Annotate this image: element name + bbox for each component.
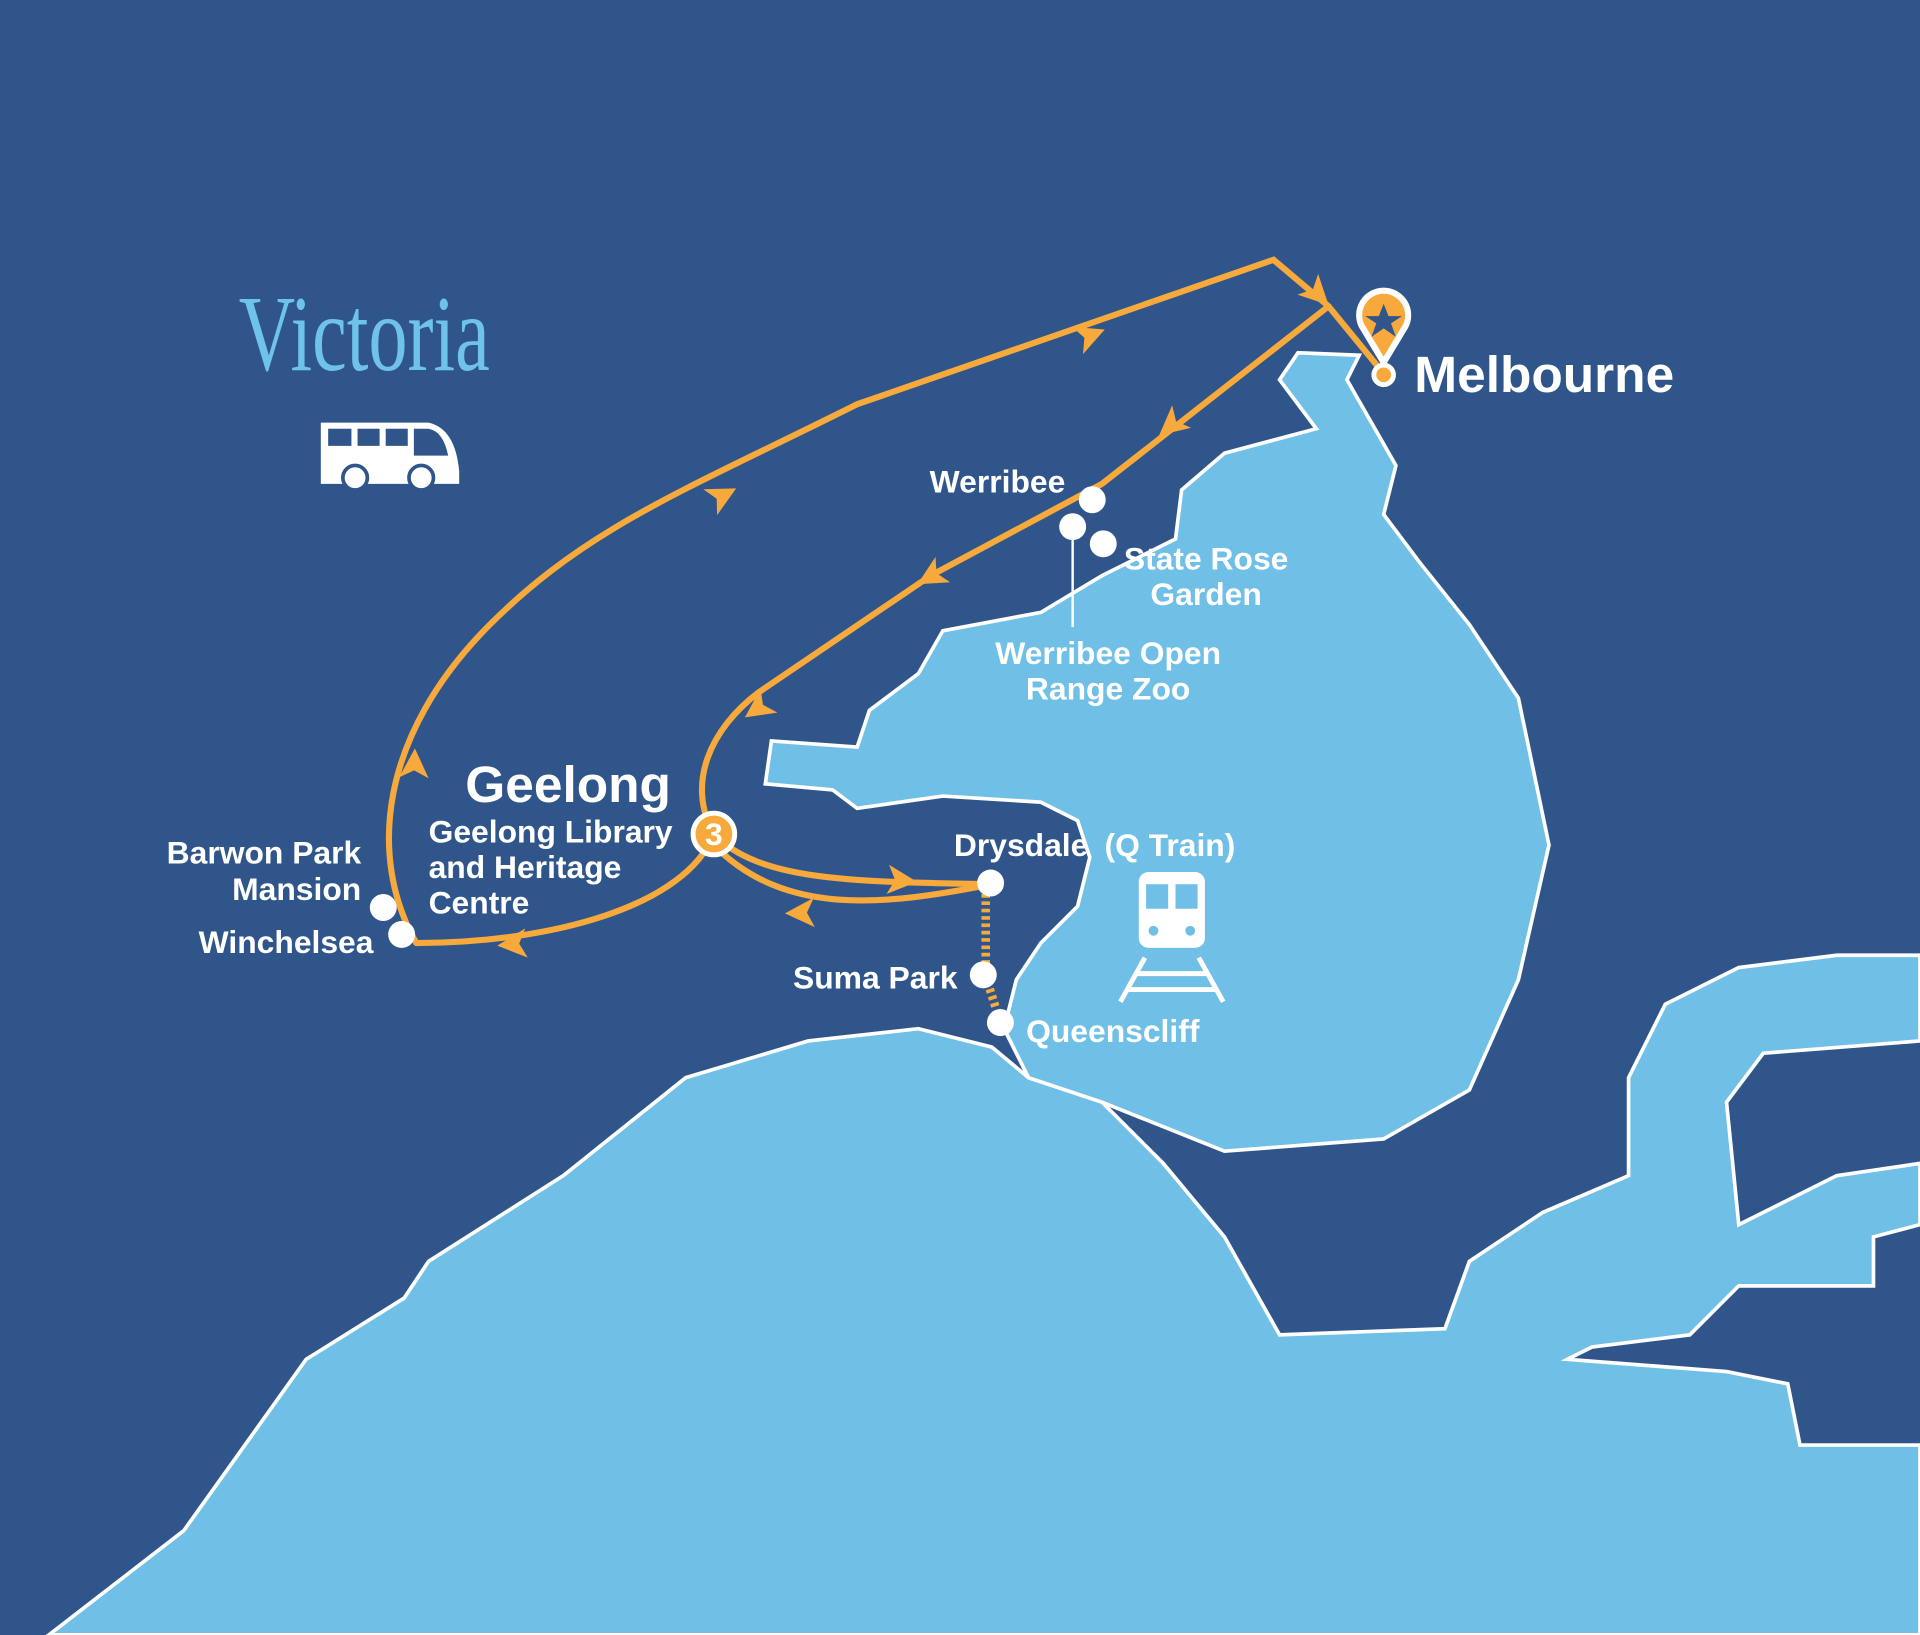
region-title: Victoria <box>239 275 490 394</box>
stop-queenscliff <box>986 1009 1014 1037</box>
city-geelong: Geelong <box>465 755 671 813</box>
label-barwon: Mansion <box>232 871 361 907</box>
label-state-rose: Garden <box>1150 576 1261 612</box>
ocean <box>45 953 1920 1635</box>
stop-werribee <box>1078 486 1106 514</box>
city-melbourne: Melbourne <box>1414 345 1674 403</box>
label-drysdale: Drysdale <box>954 827 1088 863</box>
stop-state-rose <box>1089 530 1117 558</box>
label-barwon: Barwon Park <box>167 834 362 870</box>
label-suma-park: Suma Park <box>793 959 958 995</box>
geelong-stop-badge <box>690 810 738 858</box>
stop-winchelsea <box>388 920 416 948</box>
port-phillip-bay <box>763 350 1551 1154</box>
train-icon <box>1118 871 1226 1003</box>
stop-zoo <box>1059 513 1087 541</box>
label-state-rose: State Rose <box>1124 541 1289 577</box>
label-werribee: Werribee <box>930 463 1066 499</box>
label-zoo: Range Zoo <box>1026 670 1190 706</box>
stop-suma-park <box>969 961 997 989</box>
stop-markers <box>369 486 1117 1037</box>
label-queenscliff: Queenscliff <box>1026 1013 1200 1049</box>
label-geelong-library: Centre <box>429 885 530 921</box>
label-q-train: (Q Train) <box>1104 827 1235 863</box>
label-zoo: Werribee Open <box>995 635 1221 671</box>
geelong-stop-number: 3 <box>705 816 723 852</box>
label-winchelsea: Winchelsea <box>199 924 374 960</box>
label-geelong-library: and Heritage <box>429 849 622 885</box>
stop-drysdale <box>977 869 1005 897</box>
label-geelong-library: Geelong Library <box>429 814 673 850</box>
stop-barwon <box>369 894 397 921</box>
bus-icon <box>320 422 460 492</box>
melbourne-pin-icon <box>1356 287 1412 388</box>
